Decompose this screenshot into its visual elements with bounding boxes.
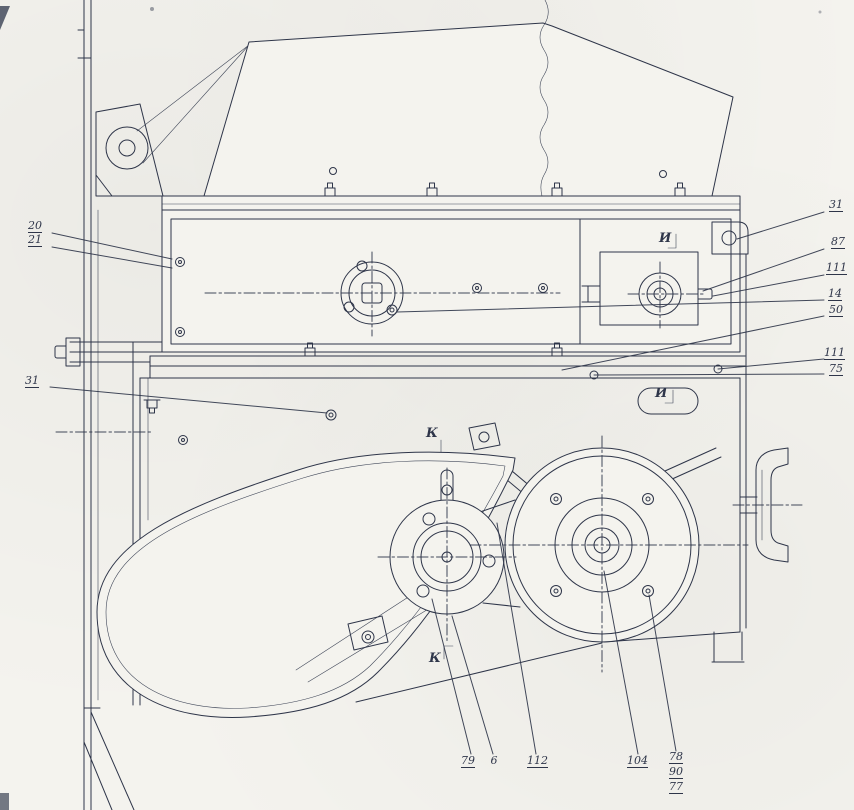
leader-lines — [49, 211, 825, 755]
callout-21: 21 — [28, 233, 42, 247]
callout-50: 50 — [829, 303, 843, 317]
callout-111-upper: 111 — [826, 261, 847, 275]
corner-plate — [711, 221, 749, 629]
scan-artifacts — [0, 6, 822, 810]
callout-79: 79 — [461, 754, 475, 768]
mounting-rail — [54, 337, 746, 414]
cover-panel — [203, 0, 734, 197]
callout-77: 77 — [669, 780, 683, 794]
callout-14: 14 — [828, 287, 842, 301]
callout-20: 20 — [28, 219, 42, 233]
frame-channel — [77, 0, 135, 810]
section-mark-k-upper: К — [426, 426, 438, 441]
housing — [161, 195, 741, 353]
callout-31-right: 31 — [829, 198, 843, 212]
section-mark-i-lower: И — [655, 386, 668, 401]
callout-112: 112 — [527, 754, 548, 768]
callout-87: 87 — [831, 235, 845, 249]
pivot-bracket — [95, 44, 250, 197]
belt-lines — [476, 499, 521, 608]
callout-6: 6 — [490, 754, 498, 767]
centerlines — [55, 251, 803, 673]
callout-104: 104 — [627, 754, 648, 768]
callout-90: 90 — [669, 765, 683, 779]
section-mark-i-upper: И — [659, 231, 672, 246]
callout-31-left: 31 — [25, 374, 39, 388]
callout-111-lower: 111 — [824, 346, 845, 360]
callout-75: 75 — [829, 362, 843, 376]
callout-78: 78 — [669, 750, 683, 764]
section-mark-k-lower: К — [429, 651, 441, 666]
